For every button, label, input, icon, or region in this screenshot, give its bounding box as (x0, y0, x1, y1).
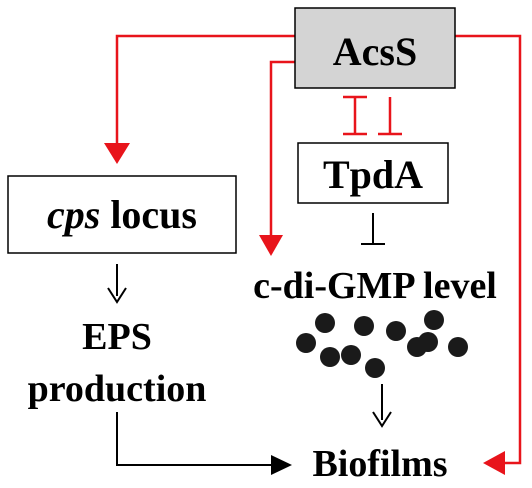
edge-acss-to-biofilms (455, 34, 522, 475)
node-tpda: TpdA (297, 142, 449, 204)
node-acss: AcsS (294, 7, 456, 89)
edge-tpda-inhibits-cdigmp (361, 213, 385, 245)
edge-cps-to-eps (107, 264, 127, 304)
eps-label-line2: production (28, 368, 207, 410)
edge-acss-inhibits-tpda (343, 95, 367, 136)
node-cps-locus: cps locus (7, 175, 237, 254)
eps-label-line1: EPS (82, 316, 152, 358)
edge-acss-to-cps (104, 34, 295, 164)
node-eps-production: EPS production (28, 316, 207, 410)
edge-acss-to-cdigmp (259, 60, 295, 256)
edge-eps-to-biofilms (116, 412, 292, 475)
cdigmp-label: c-di-GMP level (253, 265, 497, 307)
tpda-label: TpdA (323, 152, 423, 197)
edge-tpda-inhibits-acss (378, 97, 402, 136)
edge-cdigmp-to-biofilms (372, 384, 392, 428)
biofilms-label: Biofilms (312, 443, 447, 485)
cdigmp-molecules-icon (296, 310, 468, 378)
cps-italic-label: cps (47, 192, 100, 237)
acss-label: AcsS (333, 29, 417, 74)
cps-locus-rest-label: locus (100, 192, 197, 237)
cps-locus-label: cps locus (47, 192, 197, 237)
